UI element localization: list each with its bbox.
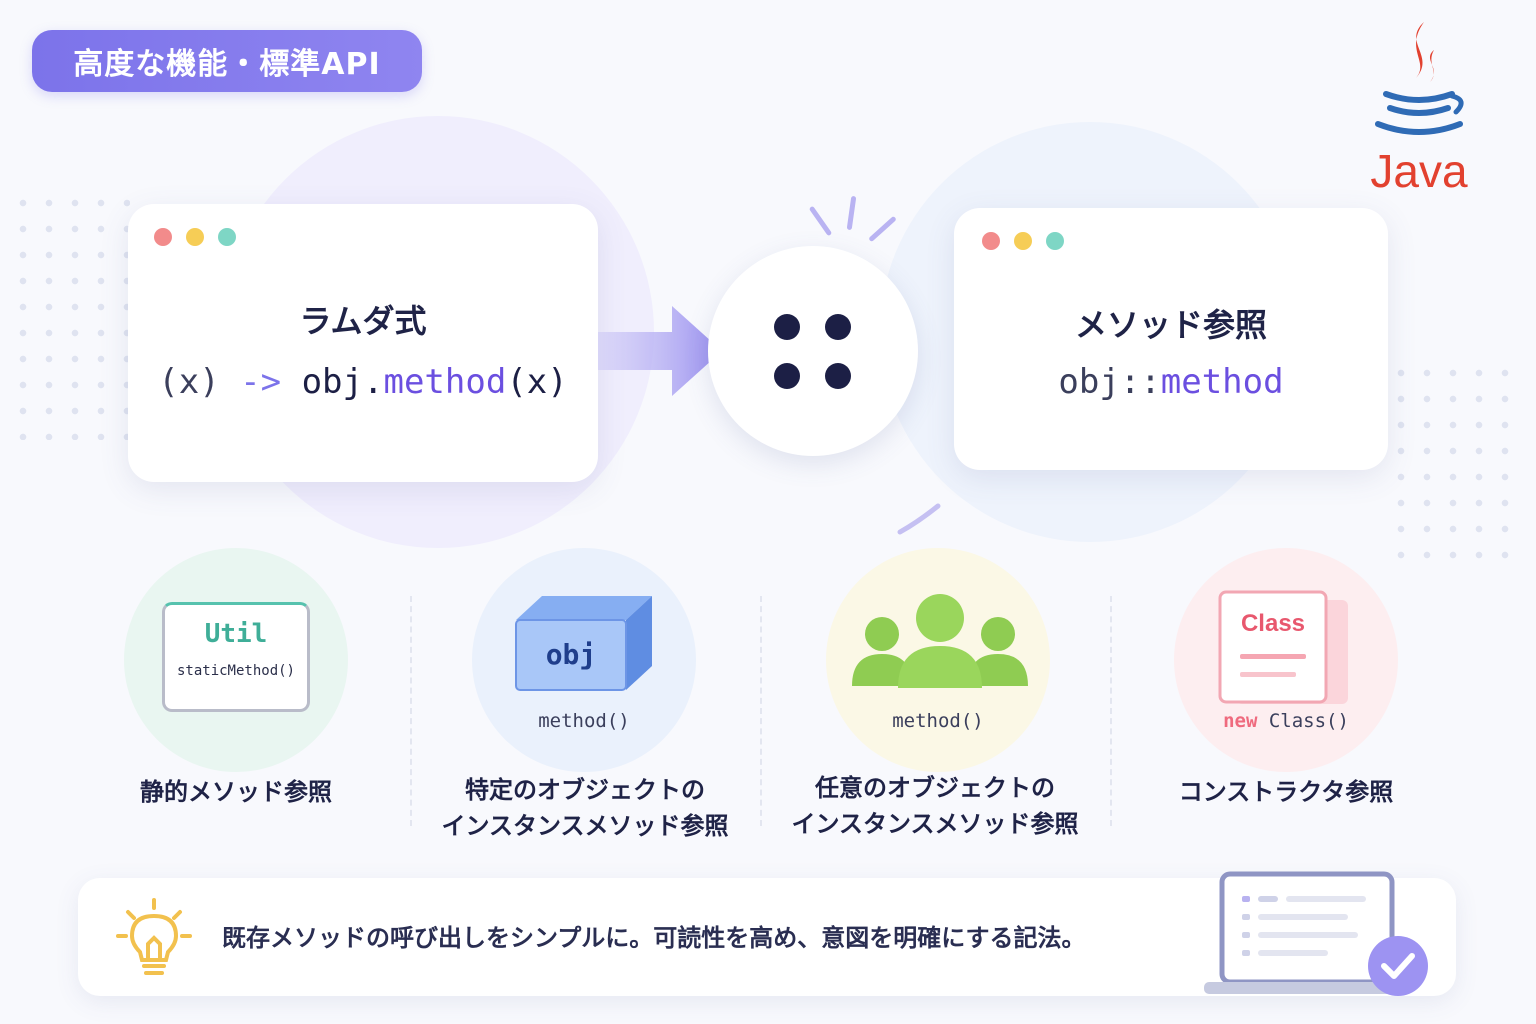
- lambda-code: (x) -> obj.method(x): [128, 362, 598, 402]
- method-reference-title: メソッド参照: [1074, 306, 1267, 344]
- object-label: obj: [545, 638, 597, 671]
- instance-method-code: method(): [538, 710, 630, 732]
- label-line: インスタンスメソッド参照: [791, 810, 1079, 838]
- category-label-arbitrary-object: 任意のオブジェクトの インスタンスメソッド参照: [760, 770, 1110, 842]
- divider: [410, 596, 412, 826]
- static-method-code: staticMethod(): [176, 663, 295, 679]
- label-line: 任意のオブジェクトの: [815, 774, 1055, 802]
- window-dot-red: [154, 228, 172, 246]
- operator-dot: [774, 314, 800, 340]
- code-param: (x): [158, 362, 220, 402]
- category-label-constructor: コンストラクタ参照: [1136, 774, 1436, 810]
- constructor-call: Class(): [1257, 710, 1349, 732]
- window-dot-teal: [1046, 232, 1064, 250]
- label-line: 静的メソッド参照: [140, 778, 332, 806]
- section-badge: 高度な機能・標準API: [32, 30, 422, 92]
- operator-dot: [825, 363, 851, 389]
- java-logo: Java: [1364, 16, 1474, 197]
- code-method: method: [383, 362, 507, 402]
- code-object: obj: [1058, 362, 1120, 402]
- java-wordmark: Java: [1370, 145, 1468, 197]
- laptop-check-icon: [1204, 871, 1428, 996]
- constructor-code: new Class(): [1186, 710, 1386, 732]
- lambda-card: ラムダ式 (x) -> obj.method(x): [128, 204, 598, 482]
- code-dot: .: [363, 362, 384, 402]
- label-line: インスタンスメソッド参照: [441, 812, 729, 840]
- bg-dot-grid-right: [1388, 360, 1518, 570]
- method-reference-operator-circle: [708, 246, 918, 456]
- operator-dot: [774, 363, 800, 389]
- code-arrow: ->: [219, 362, 302, 402]
- code-method: method: [1160, 362, 1284, 402]
- util-class-name: Util: [204, 619, 268, 649]
- label-line: 特定のオブジェクトの: [465, 776, 705, 804]
- method-reference-card: メソッド参照 obj::method: [954, 208, 1388, 470]
- code-object: obj: [301, 362, 363, 402]
- class-document-icon: [1218, 590, 1348, 704]
- divider: [1110, 596, 1112, 826]
- sparkle-icon: [897, 503, 941, 535]
- class-name-label: Class: [1240, 610, 1306, 637]
- window-dot-yellow: [186, 228, 204, 246]
- spark-ray-right: [868, 215, 897, 243]
- new-keyword: new: [1223, 710, 1258, 732]
- spark-ray-center: [846, 195, 857, 231]
- transform-arrow-icon: [598, 306, 722, 396]
- lambda-title: ラムダ式: [299, 302, 427, 340]
- code-arg: (x): [506, 362, 568, 402]
- cube-icon: [515, 596, 652, 691]
- label-line: コンストラクタ参照: [1178, 778, 1394, 806]
- category-label-specific-object: 特定のオブジェクトの インスタンスメソッド参照: [410, 772, 760, 844]
- bg-dot-grid-left: [10, 190, 130, 440]
- window-dot-red: [982, 232, 1000, 250]
- code-double-colon: ::: [1119, 362, 1161, 402]
- instance-method-code: method(): [892, 710, 984, 732]
- util-class-icon: Util staticMethod(): [162, 602, 310, 712]
- people-group-icon: [852, 594, 1028, 688]
- window-dot-yellow: [1014, 232, 1032, 250]
- window-dot-teal: [218, 228, 236, 246]
- method-reference-code: obj::method: [954, 362, 1388, 402]
- spark-ray-left: [808, 205, 833, 237]
- category-label-static: 静的メソッド参照: [86, 774, 386, 810]
- summary-text: 既存メソッドの呼び出しをシンプルに。可読性を高め、意図を明確にする記法。: [222, 924, 1086, 952]
- divider: [760, 596, 762, 826]
- lightbulb-icon: [116, 898, 192, 975]
- operator-dot: [825, 314, 851, 340]
- java-cup-icon: [1375, 22, 1464, 135]
